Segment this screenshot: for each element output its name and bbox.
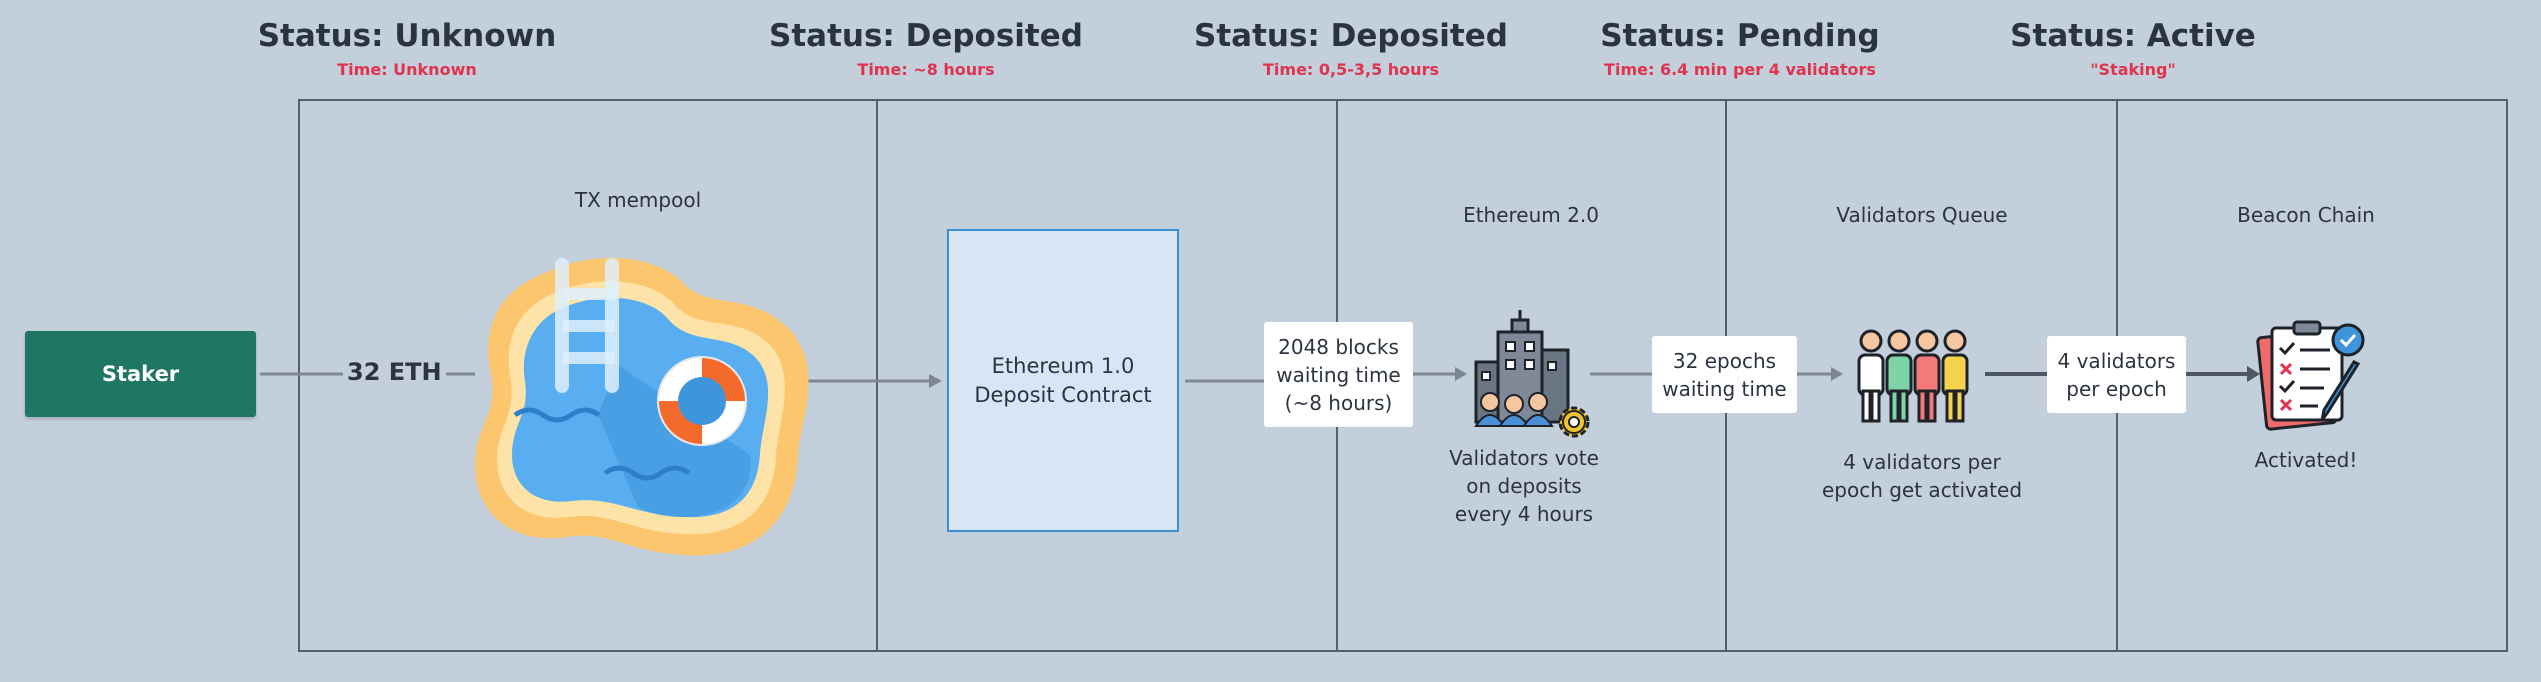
contract-line-2: Deposit Contract bbox=[974, 382, 1152, 407]
stage-time: Time: Unknown bbox=[337, 60, 477, 79]
eth2-caption-line-2: on deposits bbox=[1466, 474, 1582, 498]
per-epoch-line-2: per epoch bbox=[2066, 376, 2167, 401]
stage-header-deposited-1: Status: Deposited Time: ~8 hours bbox=[746, 18, 1106, 79]
queue-caption-line-1: 4 validators per bbox=[1843, 450, 2001, 474]
stage-status: Status: Unknown bbox=[257, 18, 557, 54]
stage-time: Time: 6.4 min per 4 validators bbox=[1604, 60, 1876, 79]
ladder-icon bbox=[555, 258, 619, 393]
queue-caption-line-2: epoch get activated bbox=[1821, 478, 2023, 502]
stage-status: Status: Pending bbox=[1600, 18, 1880, 54]
mempool-label: TX mempool bbox=[574, 188, 702, 212]
validators-group-icon bbox=[1857, 329, 1969, 423]
blocks-line-1: 2048 blocks bbox=[1278, 334, 1399, 359]
arrowhead-contract bbox=[929, 374, 942, 388]
stage-status: Status: Deposited bbox=[769, 18, 1083, 54]
queue-caption: 4 validators per epoch get activated bbox=[1812, 448, 2032, 504]
arrowhead-queue bbox=[1831, 367, 1843, 381]
deposit-contract-box: Ethereum 1.0 Deposit Contract bbox=[947, 229, 1179, 532]
gear-icon bbox=[1558, 406, 1590, 438]
stage-header-unknown: Status: Unknown Time: Unknown bbox=[227, 18, 587, 79]
stage-header-pending: Status: Pending Time: 6.4 min per 4 vali… bbox=[1560, 18, 1920, 79]
blocks-line-2: waiting time bbox=[1276, 362, 1401, 387]
eth2-caption: Validators vote on deposits every 4 hour… bbox=[1424, 444, 1624, 528]
beacon-label: Beacon Chain bbox=[2237, 203, 2375, 227]
amount-label: 32 ETH bbox=[343, 358, 446, 386]
eth2-caption-line-1: Validators vote bbox=[1449, 446, 1599, 470]
arrowhead-beacon bbox=[2247, 366, 2260, 382]
epochs-line-1: 32 epochs bbox=[1672, 348, 1777, 373]
beacon-caption: Activated! bbox=[2254, 448, 2358, 472]
queue-label: Validators Queue bbox=[1836, 203, 2008, 227]
contract-line-1: Ethereum 1.0 bbox=[991, 353, 1135, 378]
per-epoch-line-1: 4 validators bbox=[2057, 348, 2176, 373]
eth2-caption-line-3: every 4 hours bbox=[1454, 502, 1594, 526]
stage-status: Status: Active bbox=[2010, 18, 2256, 54]
pool-icon bbox=[475, 257, 809, 556]
stage-status: Status: Deposited bbox=[1194, 18, 1508, 54]
buildings-icon bbox=[1474, 310, 1570, 427]
stage-header-active: Status: Active "Staking" bbox=[1953, 18, 2313, 79]
stage-time: Time: ~8 hours bbox=[857, 60, 995, 79]
staker-node: Staker bbox=[25, 331, 256, 417]
epochs-waiting-box: 32 epochs waiting time bbox=[1652, 336, 1797, 413]
eth2-label: Ethereum 2.0 bbox=[1463, 203, 1599, 227]
blocks-line-3: (~8 hours) bbox=[1284, 390, 1393, 415]
stage-header-deposited-2: Status: Deposited Time: 0,5-3,5 hours bbox=[1171, 18, 1531, 79]
lifebuoy-icon bbox=[657, 356, 747, 446]
checklist-icon bbox=[2256, 320, 2365, 431]
stage-time: "Staking" bbox=[2090, 60, 2176, 79]
blocks-waiting-box: 2048 blocks waiting time (~8 hours) bbox=[1264, 322, 1413, 427]
epochs-line-2: waiting time bbox=[1662, 376, 1787, 401]
arrowhead-eth2 bbox=[1455, 367, 1467, 381]
validators-per-epoch-box: 4 validators per epoch bbox=[2047, 336, 2186, 413]
stage-time: Time: 0,5-3,5 hours bbox=[1263, 60, 1439, 79]
